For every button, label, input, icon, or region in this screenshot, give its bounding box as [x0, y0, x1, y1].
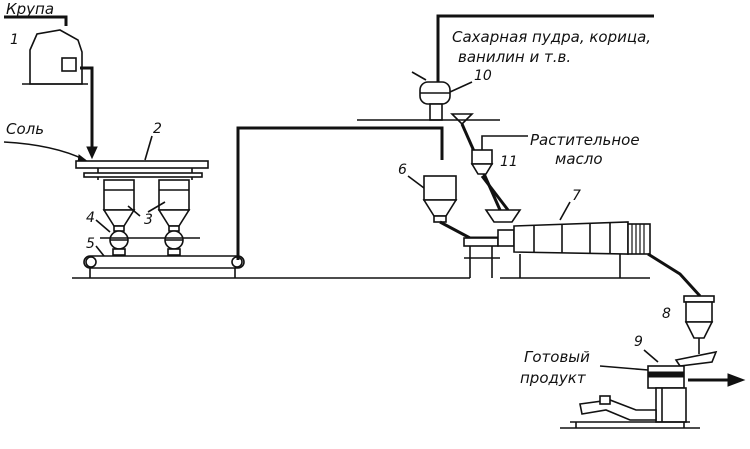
leader-4 — [95, 219, 111, 233]
leader-6 — [407, 175, 425, 189]
hopper-3-left — [102, 179, 136, 227]
product-arrow — [727, 373, 746, 387]
number-5: 5 — [86, 236, 95, 252]
salt-feed-line — [3, 141, 86, 161]
label-oil-2: масло — [555, 150, 603, 168]
label-product-2: продукт — [520, 369, 587, 387]
leader-5 — [95, 245, 105, 257]
label-krupa: Крупа — [6, 0, 54, 18]
label-oil-1: Растительное — [530, 131, 640, 149]
leader-9 — [643, 349, 659, 363]
extruder-7 — [463, 221, 651, 278]
number-6: 6 — [398, 162, 407, 178]
top-conveyor-2 — [75, 160, 209, 180]
number-2: 2 — [153, 121, 162, 137]
sugar-feed-line — [436, 14, 654, 100]
krupa-feed-line — [4, 15, 68, 26]
mixer-funnel — [484, 209, 522, 223]
number-9: 9 — [634, 334, 643, 350]
oil-tank-11 — [470, 149, 494, 175]
hopper-3-right — [157, 179, 191, 227]
label-sugar-2: ванилин и т.в. — [458, 48, 571, 66]
hopper-6 — [422, 175, 458, 223]
arrow-into-conveyor — [86, 146, 98, 160]
belt-conveyor-5 — [83, 255, 245, 278]
number-4: 4 — [86, 210, 95, 226]
hopper-8 — [683, 295, 715, 339]
label-sol: Соль — [6, 120, 44, 138]
number-7: 7 — [572, 188, 581, 204]
leader-2 — [144, 135, 153, 161]
doser-4-right — [164, 225, 184, 256]
number-11: 11 — [500, 154, 518, 170]
leader-10 — [449, 81, 473, 93]
leader-7 — [559, 201, 571, 221]
sugar-doser-10 — [411, 71, 474, 126]
label-sugar-1: Сахарная пудра, корица, — [452, 28, 651, 46]
transport-line-to-6 — [236, 126, 444, 260]
grain-bin-1 — [22, 29, 88, 85]
leader-3b — [147, 201, 166, 213]
product-leader — [599, 365, 649, 371]
leader-3a — [127, 205, 141, 217]
number-1: 1 — [10, 32, 19, 48]
packing-machine-9 — [560, 350, 718, 429]
oil-feed-line — [481, 135, 528, 150]
number-8: 8 — [662, 306, 671, 322]
bin-to-mixer-line — [80, 66, 94, 155]
label-product-1: Готовый — [524, 348, 590, 366]
oil-to-mixer-line — [480, 175, 510, 211]
doser-4-left — [109, 225, 129, 256]
extruder-to-8-line — [647, 252, 702, 298]
hopper6-to-extruder-line — [439, 220, 500, 240]
number-3: 3 — [144, 212, 153, 228]
number-10: 10 — [474, 68, 492, 84]
